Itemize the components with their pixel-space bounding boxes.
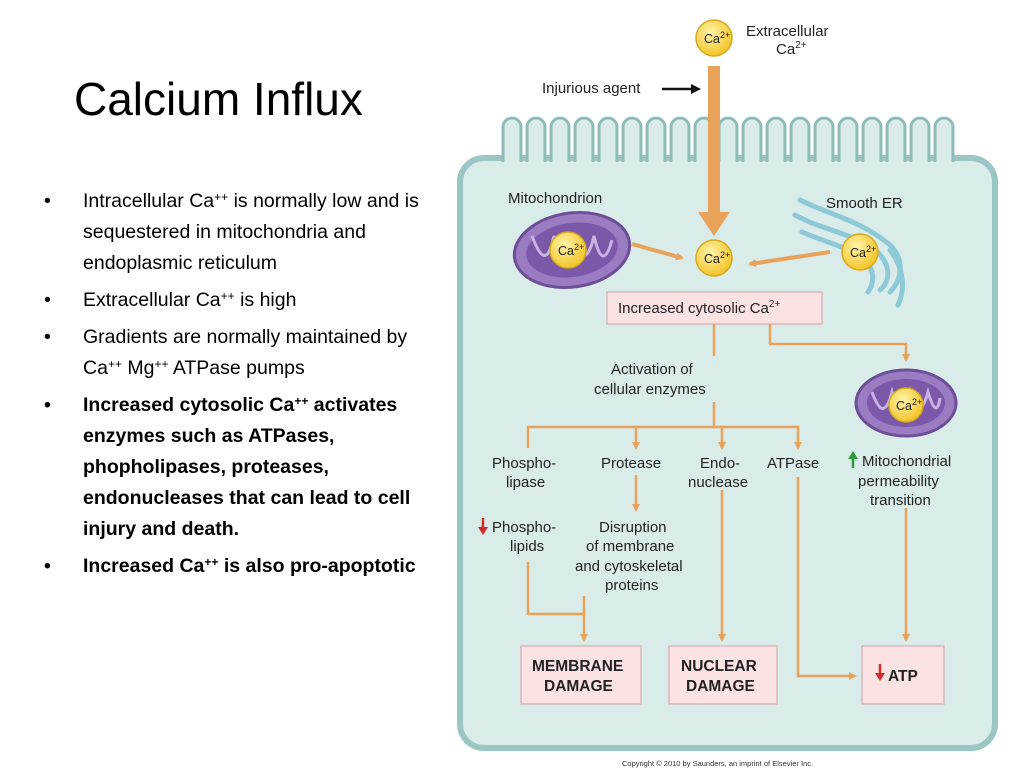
atp-box <box>861 645 945 705</box>
svg-text:Ca2+: Ca2+ <box>704 30 730 46</box>
mito-permeability-label-3: transition <box>870 492 931 509</box>
influx-arrow <box>698 66 730 236</box>
increased-cytosolic-label: Increased cytosolic Ca2+ <box>618 299 780 317</box>
down-arrow-icon <box>478 518 488 535</box>
phospholipids-label-2: lipids <box>510 538 544 555</box>
up-arrow-icon <box>848 451 858 468</box>
phospholipase-label-2: lipase <box>506 474 545 491</box>
phospholipase-label-1: Phospho- <box>492 455 556 472</box>
svg-text:Ca2+: Ca2+ <box>896 397 922 413</box>
copyright-text: Copyright © 2010 by Saunders, an imprint… <box>622 759 813 768</box>
er-calcium: Ca2+ <box>841 233 879 271</box>
bullet-item: Extracellular Ca++ is high <box>40 285 435 316</box>
endonuclease-label-2: nuclease <box>688 474 748 491</box>
pathway-connectors <box>526 324 910 680</box>
activation-label-2: cellular enzymes <box>594 381 706 398</box>
slide-title: Calcium Influx <box>74 73 363 125</box>
svg-text:Ca2+: Ca2+ <box>558 242 584 258</box>
bullet-item: Increased cytosolic Ca++ activates enzym… <box>40 390 435 545</box>
down-arrow-icon <box>875 664 885 681</box>
endonuclease-label-1: Endo- <box>700 455 740 472</box>
extracellular-calcium: Ca2+ <box>695 19 733 57</box>
membrane-damage-label-1: MEMBRANE <box>532 658 623 675</box>
mitochondrion-label: Mitochondrion <box>508 190 602 207</box>
smooth-er-label: Smooth ER <box>826 195 903 212</box>
disruption-label-1: Disruption <box>599 519 667 536</box>
mito-permeability-label-1: Mitochondrial <box>862 453 951 470</box>
svg-text:Ca2+: Ca2+ <box>704 250 730 266</box>
nuclear-damage-box <box>668 645 778 705</box>
atp-label: ATP <box>888 668 918 685</box>
activation-label-1: Activation of <box>611 361 694 378</box>
extracellular-label: Extracellular <box>746 23 829 40</box>
membrane-damage-label-2: DAMAGE <box>544 678 613 695</box>
membrane-damage-box <box>520 645 642 705</box>
phospholipids-label-1: Phospho- <box>492 519 556 536</box>
mito-permeability-label-2: permeability <box>858 473 939 490</box>
nuclear-damage-label-1: NUCLEAR <box>681 658 757 675</box>
svg-text:Ca2+: Ca2+ <box>850 244 876 260</box>
bullet-item: Increased Ca++ is also pro-apoptotic <box>40 551 435 582</box>
bullet-item: Intracellular Ca++ is normally low and i… <box>40 186 435 279</box>
injurious-agent-label: Injurious agent <box>542 80 641 97</box>
extracellular-ca-label: Ca2+ <box>776 40 807 58</box>
bullet-item: Gradients are normally maintained by Ca+… <box>40 322 435 384</box>
atpase-label: ATPase <box>767 455 819 472</box>
er-release-arrow <box>748 250 831 268</box>
nuclear-damage-label-2: DAMAGE <box>686 678 755 695</box>
protease-label: Protease <box>601 455 661 472</box>
cytosolic-calcium: Ca2+ <box>695 239 733 277</box>
mitochondrion-icon: Ca2+ <box>854 368 958 438</box>
bullet-list: Intracellular Ca++ is normally low and i… <box>40 186 435 588</box>
increased-cytosolic-box <box>606 291 823 325</box>
disruption-label-3: and cytoskeletal <box>575 558 683 575</box>
calcium-influx-diagram: Copyright © 2010 by Saunders, an imprint… <box>457 19 998 768</box>
mitochondrion-icon: Ca2+ <box>512 210 632 290</box>
disruption-label-4: proteins <box>605 577 658 594</box>
disruption-label-2: of membrane <box>586 538 674 555</box>
mito-release-arrow <box>631 242 684 261</box>
microvilli <box>501 116 955 162</box>
